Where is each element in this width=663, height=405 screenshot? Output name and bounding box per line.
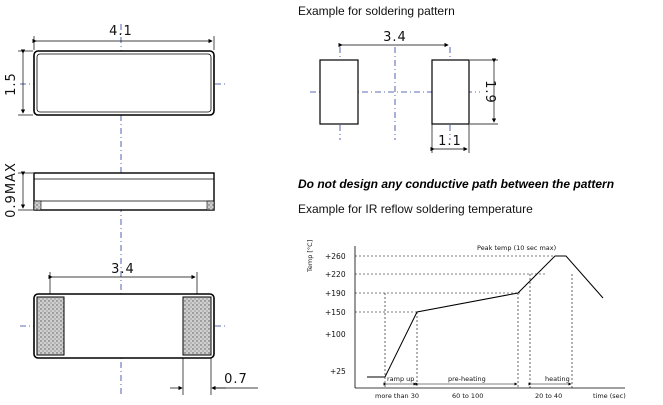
terminal-left (36, 296, 65, 356)
pattern-span-dimension: 3.4 (383, 30, 407, 45)
peak-label: Peak temp (10 sec max) (477, 244, 556, 252)
design-warning: Do not design any conductive path betwee… (298, 177, 614, 191)
side-view: 0.9MAX (4, 162, 215, 218)
terminal-span-dimension: 3.4 (111, 262, 135, 277)
phase-pre-heating: pre-heating (448, 375, 486, 383)
duration-ramp-up: more than 30 (375, 392, 419, 400)
length-dimension: 4.1 (109, 24, 133, 39)
tick-150: +150 (325, 308, 346, 317)
x-axis-label: time (sec) (593, 392, 626, 400)
tick-260: +260 (325, 252, 346, 261)
pattern-title: Example for soldering pattern (298, 4, 455, 18)
terminal-right (182, 296, 212, 356)
tick-25: +25 (330, 367, 346, 376)
terminal-width-dimension: 0.7 (224, 372, 248, 387)
pad-width-dimension: 1.1 (438, 134, 462, 149)
reflow-profile-chart: Temp [°C] +260 +220 +190 +150 +100 +25 P… (306, 240, 626, 400)
reflow-title: Example for IR reflow soldering temperat… (298, 202, 533, 216)
soldering-pattern: Example for soldering pattern 3.4 1.9 1.… (298, 4, 498, 153)
duration-heating: 20 to 40 (535, 392, 562, 400)
top-view: 4.1 1.5 (4, 24, 225, 395)
pad-left (319, 59, 359, 125)
phase-ramp-up: ramp up (387, 375, 414, 383)
tick-220: +220 (325, 270, 346, 279)
width-dimension: 1.5 (4, 72, 19, 96)
bottom-view: 3.4 0.7 (20, 262, 258, 395)
y-axis-label: Temp [°C] (306, 240, 314, 273)
pad-right (431, 59, 470, 125)
pattern-height-dimension: 1.9 (482, 80, 497, 104)
duration-pre-heating: 60 to 100 (452, 392, 483, 400)
tick-190: +190 (325, 289, 346, 298)
phase-heating: heating (545, 375, 570, 383)
height-dimension: 0.9MAX (4, 162, 19, 218)
tick-100: +100 (325, 330, 346, 339)
